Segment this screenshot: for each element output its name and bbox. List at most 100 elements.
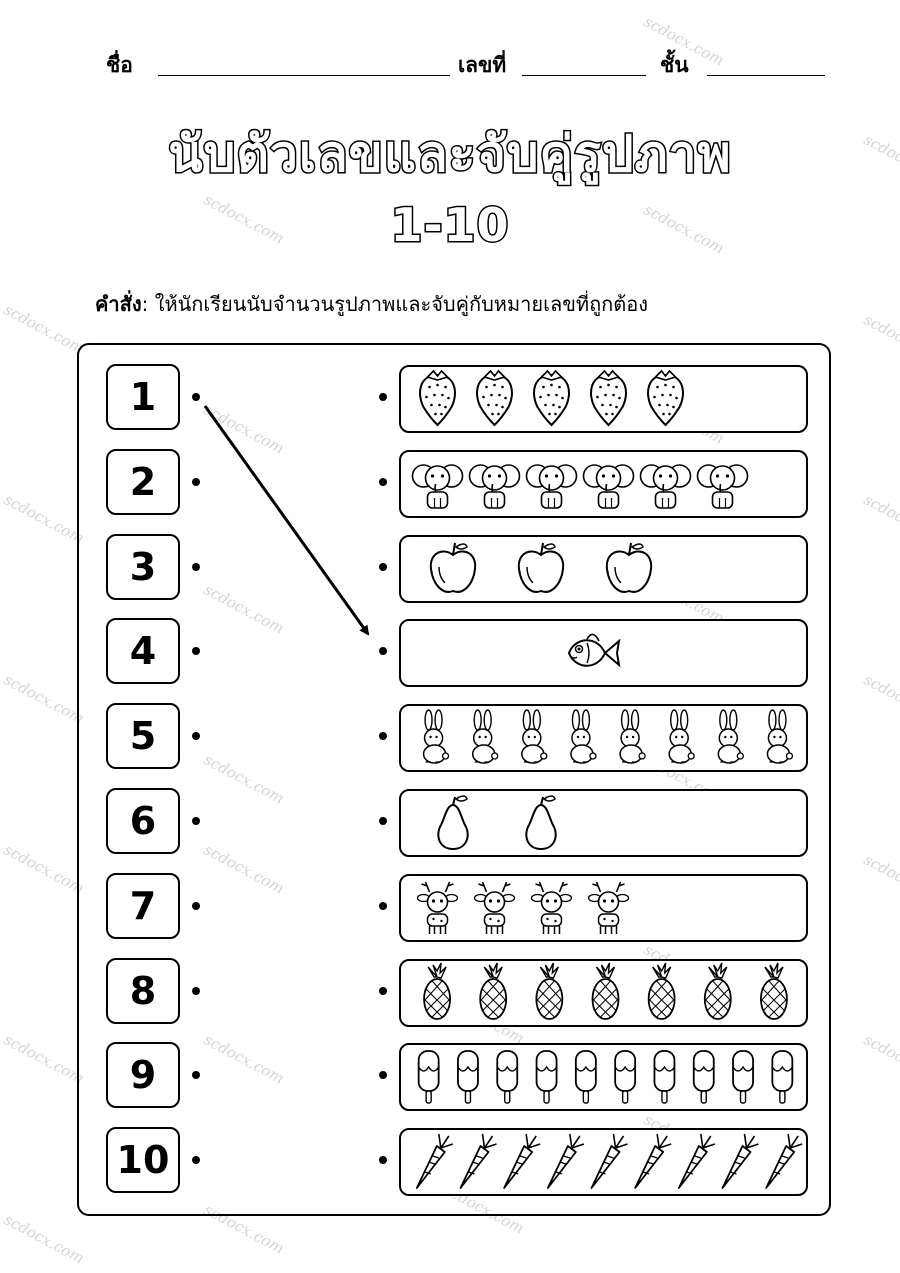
- picture-connect-dot[interactable]: [379, 986, 387, 995]
- fish-icon: [567, 634, 621, 668]
- rabbit-icon: [422, 709, 450, 764]
- instruction-text: คำสั่ง: ให้นักเรียนนับจำนวนรูปภาพและจับค…: [95, 288, 648, 320]
- number-box-8: 8: [106, 957, 180, 1024]
- popsicle-icon: [692, 1050, 715, 1105]
- rabbit-icon: [619, 709, 646, 764]
- picture-box-carrot: [399, 1128, 808, 1197]
- instruction-prefix: คำสั่ง: [95, 292, 142, 316]
- apple-icon: [517, 542, 565, 593]
- elephant-icon: [468, 463, 521, 509]
- number-box-6: 6: [106, 788, 180, 854]
- number-connect-dot[interactable]: [192, 477, 200, 486]
- picture-connect-dot[interactable]: [379, 817, 387, 825]
- picture-box-popsicle: [399, 1043, 808, 1112]
- number-box-5: 5: [106, 703, 180, 770]
- picture-connect-dot[interactable]: [379, 562, 387, 571]
- popsicle-icon: [653, 1050, 676, 1105]
- pineapple-icon: [535, 962, 564, 1020]
- picture-box-pineapple: [399, 958, 808, 1027]
- number-connect-dot[interactable]: [192, 1071, 200, 1080]
- picture-connect-dot[interactable]: [379, 1071, 387, 1080]
- rabbit-icon: [521, 709, 548, 764]
- deer-icon: [416, 881, 459, 934]
- deer-icon: [530, 881, 573, 934]
- strawberry-icon: [476, 369, 513, 427]
- number-box-10: 10: [106, 1127, 180, 1194]
- name-field-line[interactable]: [158, 75, 450, 76]
- elephant-icon: [411, 463, 464, 509]
- carrot-icon: [503, 1134, 541, 1190]
- picture-box-deer: [399, 873, 808, 942]
- popsicle-icon: [496, 1050, 519, 1105]
- pineapple-icon: [423, 962, 451, 1020]
- strawberry-icon: [533, 369, 570, 427]
- number-box-9: 9: [106, 1042, 180, 1109]
- class-field-line[interactable]: [707, 75, 825, 76]
- strawberry-icon: [590, 369, 627, 427]
- picture-box-apple: [399, 534, 808, 603]
- popsicle-icon: [417, 1050, 440, 1105]
- popsicle-icon: [614, 1050, 637, 1105]
- number-label: เลขที่: [458, 53, 507, 77]
- carrot-icon: [590, 1134, 628, 1190]
- pineapple-icon: [703, 962, 732, 1020]
- instruction-body: : ให้นักเรียนนับจำนวนรูปภาพและจับคู่กับห…: [141, 292, 649, 316]
- number-field-line[interactable]: [522, 75, 646, 76]
- strawberry-icon: [647, 369, 684, 427]
- carrot-icon: [721, 1134, 759, 1190]
- picture-connect-dot[interactable]: [379, 647, 387, 656]
- apple-icon: [605, 542, 653, 593]
- picture-box-pear: [399, 789, 808, 857]
- pineapple-icon: [760, 962, 788, 1020]
- pear-icon: [525, 795, 557, 851]
- worksheet-subtitle-range: 1-10: [389, 197, 510, 254]
- student-info-header: ชื่อ เลขที่ ชั้น: [0, 45, 900, 85]
- apple-icon: [429, 542, 477, 593]
- popsicle-icon: [574, 1050, 597, 1105]
- pineapple-icon: [647, 962, 676, 1020]
- rabbit-icon: [570, 709, 597, 764]
- picture-connect-dot[interactable]: [379, 393, 387, 401]
- carrot-icon: [765, 1134, 803, 1190]
- popsicle-icon: [457, 1050, 479, 1105]
- popsicle-icon: [732, 1050, 754, 1105]
- number-box-7: 7: [106, 872, 180, 939]
- picture-box-elephant: [399, 449, 808, 518]
- name-label: ชื่อ: [106, 53, 133, 77]
- carrot-icon: [634, 1134, 672, 1190]
- picture-connect-dot[interactable]: [379, 1156, 387, 1165]
- number-connect-dot[interactable]: [192, 393, 200, 401]
- pineapple-icon: [479, 962, 508, 1020]
- number-connect-dot[interactable]: [192, 732, 200, 741]
- number-box-4: 4: [106, 618, 180, 685]
- popsicle-icon: [771, 1050, 794, 1105]
- elephant-icon: [582, 463, 635, 509]
- deer-icon: [473, 881, 516, 934]
- number-box-1: 1: [106, 364, 180, 430]
- number-connect-dot[interactable]: [192, 562, 200, 571]
- elephant-icon: [639, 463, 692, 509]
- picture-connect-dot[interactable]: [379, 477, 387, 486]
- rabbit-icon: [766, 709, 794, 764]
- number-connect-dot[interactable]: [192, 901, 200, 910]
- worksheet-title: นับตัวเลขและจับคู่รูปภาพ: [167, 124, 732, 185]
- elephant-icon: [525, 463, 578, 509]
- pear-icon: [437, 795, 469, 851]
- deer-icon: [587, 881, 630, 934]
- carrot-icon: [459, 1134, 497, 1190]
- pineapple-icon: [591, 962, 620, 1020]
- picture-connect-dot[interactable]: [379, 732, 387, 741]
- number-connect-dot[interactable]: [192, 647, 200, 656]
- popsicle-icon: [535, 1050, 558, 1105]
- number-connect-dot[interactable]: [192, 1156, 200, 1165]
- picture-box-fish: [399, 619, 808, 688]
- picture-connect-dot[interactable]: [379, 901, 387, 910]
- picture-box-strawberry: [399, 365, 808, 433]
- number-connect-dot[interactable]: [192, 986, 200, 995]
- carrot-icon: [546, 1134, 585, 1190]
- number-box-2: 2: [106, 448, 180, 515]
- elephant-icon: [696, 463, 749, 509]
- number-connect-dot[interactable]: [192, 817, 200, 825]
- strawberry-icon: [419, 369, 456, 427]
